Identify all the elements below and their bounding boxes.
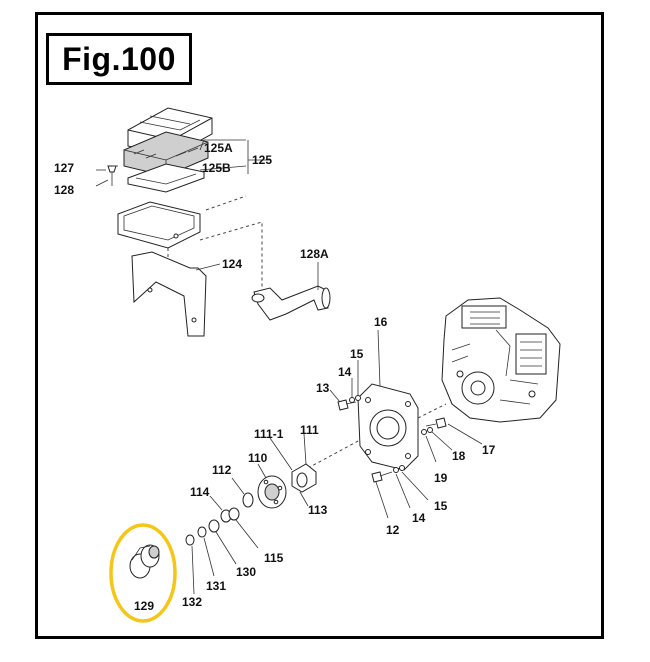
air-cleaner-element-125a [123, 131, 209, 177]
part-label-15-upper: 15 [350, 347, 364, 361]
part-label-14-lower: 14 [412, 511, 426, 525]
part-label-125: 125 [252, 153, 272, 167]
part-label-131: 131 [206, 579, 226, 593]
part-label-128: 128 [54, 183, 74, 197]
part-label-111-1: 111-1 [254, 427, 284, 441]
air-cleaner-bracket [131, 251, 207, 337]
nut-114 [220, 507, 240, 523]
highlight-ring [109, 523, 177, 623]
part-label-112: 112 [212, 463, 232, 477]
part-label-124: 124 [222, 257, 242, 271]
washer-18 [427, 427, 433, 433]
nut-132 [185, 534, 195, 546]
bolt-17 [425, 417, 447, 429]
part-label-110: 110 [248, 451, 268, 465]
washer-15a [355, 395, 361, 401]
air-cleaner-case [117, 201, 201, 249]
wing-bolt-127 [107, 165, 117, 186]
part-label-16: 16 [374, 315, 388, 329]
part-label-127: 127 [54, 161, 74, 175]
part-label-18: 18 [452, 449, 466, 463]
bolt-12 [371, 471, 393, 483]
shaft-adapter-130 [208, 519, 220, 533]
part-label-129: 129 [134, 599, 154, 613]
coupling-plate-110 [257, 475, 287, 509]
bolt-13 [337, 399, 357, 411]
part-label-114: 114 [190, 485, 210, 499]
pulley-129 [129, 544, 160, 579]
leader-lines [95, 139, 483, 595]
washer-14b [393, 467, 399, 473]
part-label-14-upper: 14 [338, 365, 352, 379]
adapter-flange-16 [357, 383, 419, 471]
part-label-15-lower: 15 [434, 499, 448, 513]
part-label-125b: 125B [202, 161, 231, 175]
intake-hose-128a [251, 285, 331, 321]
figure-title-box: Fig.100 [46, 33, 192, 85]
part-label-12: 12 [386, 523, 400, 537]
washer-112 [242, 492, 254, 508]
engine-block [441, 297, 561, 423]
air-cleaner-element-125b [127, 163, 205, 193]
washer-15b [399, 465, 405, 471]
part-label-111: 111 [300, 423, 319, 437]
coupling-hub-111 [291, 463, 317, 493]
part-label-125a: 125A [204, 141, 233, 155]
part-label-17: 17 [482, 443, 496, 457]
part-label-130: 130 [236, 565, 256, 579]
part-label-128a: 128A [300, 247, 329, 261]
part-label-115: 115 [264, 551, 284, 565]
figure-title: Fig.100 [62, 40, 176, 77]
washer-14a [349, 397, 355, 403]
part-label-132: 132 [182, 595, 202, 609]
part-label-113: 113 [308, 503, 328, 517]
washer-131 [197, 526, 207, 538]
part-label-19: 19 [434, 471, 448, 485]
part-label-13: 13 [316, 381, 330, 395]
washer-19 [421, 429, 427, 435]
